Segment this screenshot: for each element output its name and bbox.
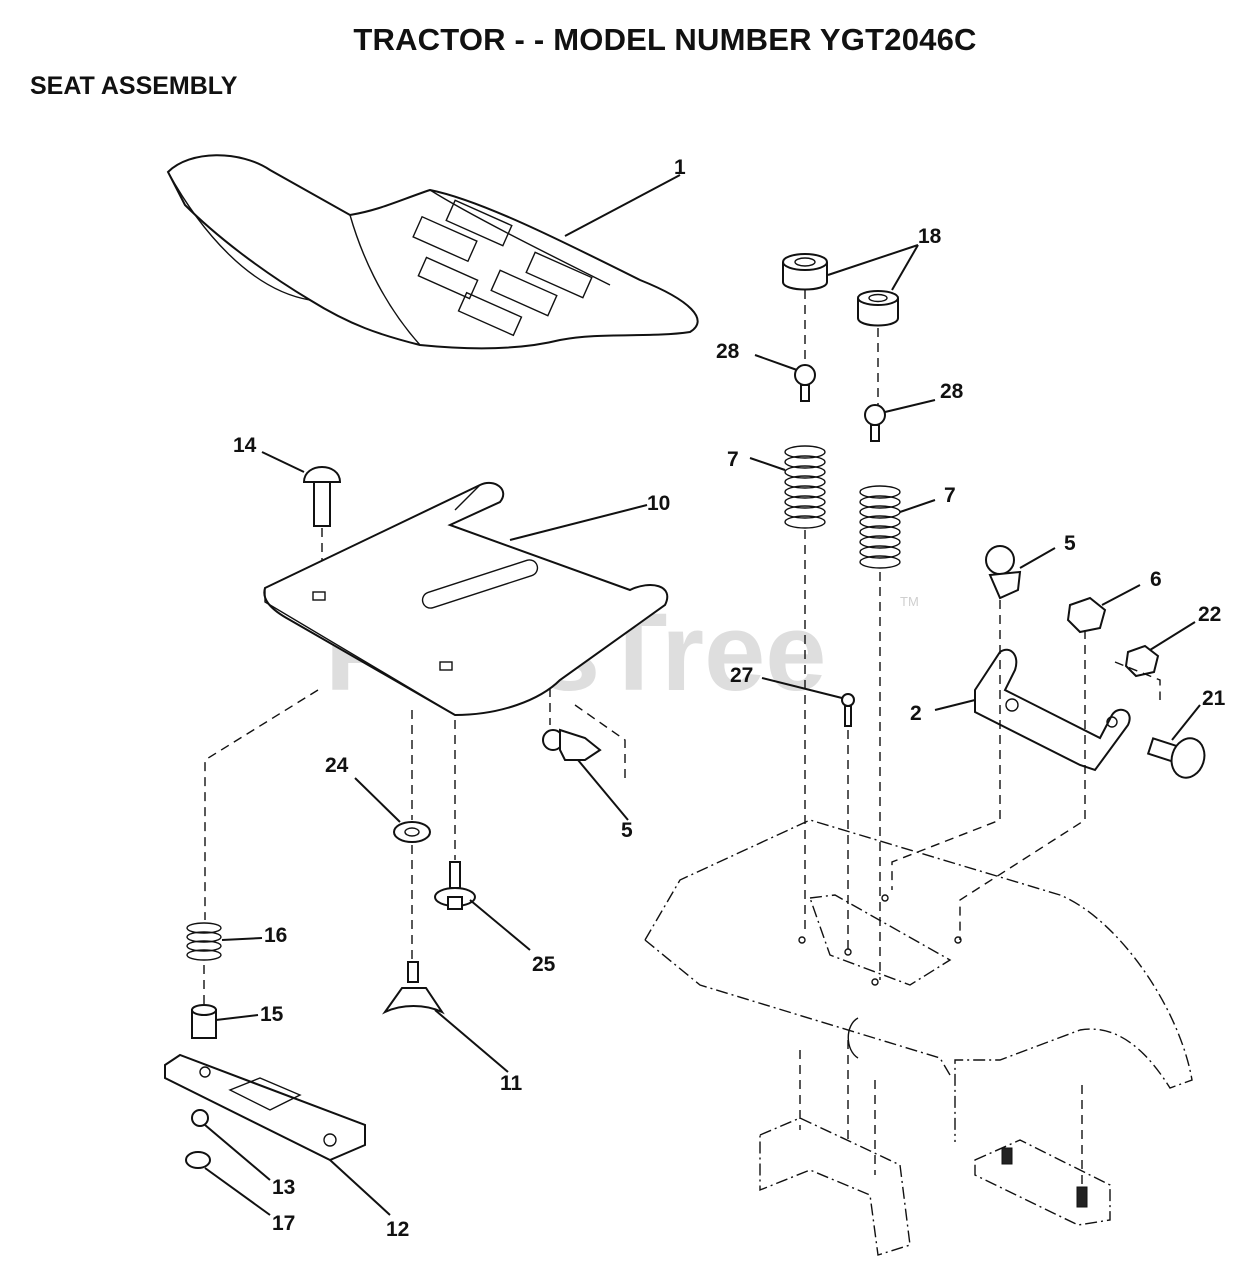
shoulder-screw-part bbox=[434, 861, 476, 910]
seat-part bbox=[166, 154, 699, 350]
screw-part bbox=[794, 364, 886, 442]
callout-17: 17 bbox=[272, 1212, 295, 1235]
callout-12: 12 bbox=[386, 1218, 409, 1241]
callout-22: 22 bbox=[1198, 603, 1221, 626]
small-screw-part bbox=[841, 693, 855, 727]
lock-nut-part bbox=[1124, 644, 1160, 678]
callout-labels: 1 18 28 28 7 7 14 10 5 6 22 21 2 27 24 5… bbox=[233, 156, 1226, 1241]
knob-part bbox=[381, 961, 445, 1015]
flange-nut-part bbox=[185, 1151, 211, 1169]
tractor-frame bbox=[644, 819, 1193, 1256]
callout-6: 6 bbox=[1150, 568, 1162, 591]
callout-7a: 7 bbox=[727, 448, 739, 471]
spacer-part bbox=[191, 1004, 217, 1039]
seat-pan-part bbox=[263, 482, 669, 717]
frame-bolt-right bbox=[1076, 1186, 1088, 1208]
callout-14: 14 bbox=[233, 434, 257, 457]
small-spring-part bbox=[186, 922, 222, 961]
callout-1: 1 bbox=[674, 156, 686, 179]
washer-part bbox=[393, 821, 431, 843]
callout-24: 24 bbox=[325, 754, 349, 777]
callout-27: 27 bbox=[730, 664, 753, 687]
bushing-part bbox=[782, 253, 899, 327]
nut-part bbox=[1066, 596, 1107, 634]
callout-10: 10 bbox=[647, 492, 670, 515]
callout-18: 18 bbox=[918, 225, 942, 248]
callout-21: 21 bbox=[1202, 687, 1226, 710]
callout-5-left: 5 bbox=[621, 819, 633, 842]
carriage-bolt-part bbox=[302, 466, 342, 527]
spring-part bbox=[784, 445, 901, 569]
shoulder-bolt-part bbox=[1146, 737, 1206, 779]
clip-part-right bbox=[985, 545, 1022, 600]
callout-28a: 28 bbox=[716, 340, 740, 363]
callout-15: 15 bbox=[260, 1003, 284, 1026]
callout-28b: 28 bbox=[940, 380, 964, 403]
seat-bracket-part bbox=[164, 1053, 366, 1162]
section-title: SEAT ASSEMBLY bbox=[30, 72, 238, 100]
bracket-part bbox=[974, 648, 1131, 772]
clip-part bbox=[542, 728, 602, 761]
callout-2: 2 bbox=[910, 702, 922, 725]
watermark-tm: TM bbox=[900, 594, 919, 609]
callout-11: 11 bbox=[500, 1072, 523, 1095]
callout-7b: 7 bbox=[944, 484, 956, 507]
frame-bolt-left bbox=[1001, 1147, 1013, 1165]
callout-13: 13 bbox=[272, 1176, 295, 1199]
callout-16: 16 bbox=[264, 924, 287, 947]
page-title: TRACTOR - - MODEL NUMBER YGT2046C bbox=[353, 22, 977, 57]
callout-5-right: 5 bbox=[1064, 532, 1076, 555]
callout-25: 25 bbox=[532, 953, 556, 976]
nut-13-part bbox=[191, 1109, 209, 1127]
